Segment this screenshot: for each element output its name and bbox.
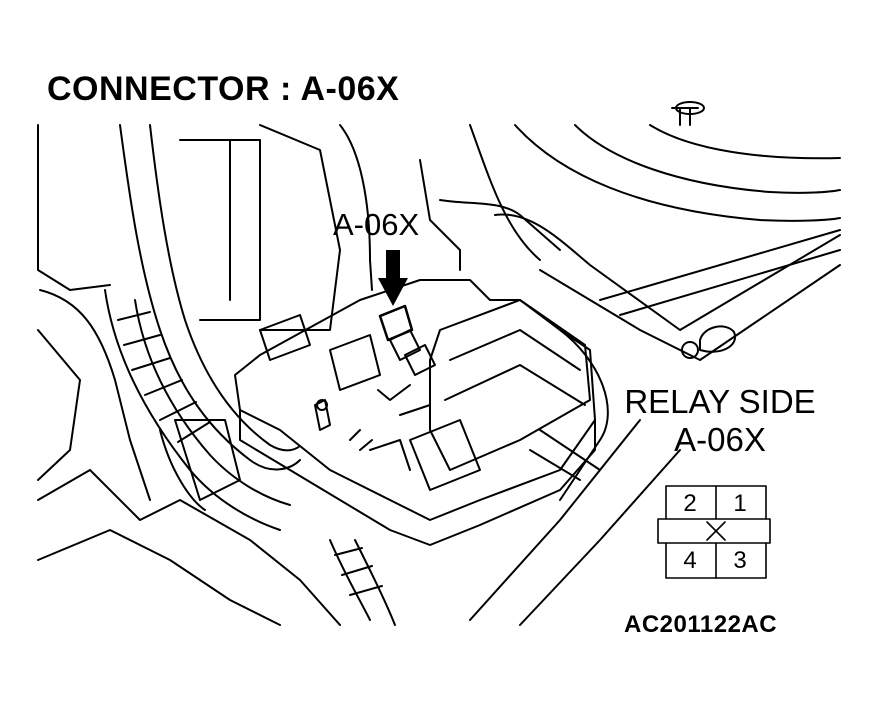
- callout-arrow: [378, 250, 408, 306]
- pin-1: 1: [733, 490, 746, 517]
- pin-4: 4: [683, 547, 696, 574]
- callout-label: A-06X: [333, 207, 420, 242]
- pin-3: 3: [733, 547, 746, 574]
- bay-structure: [37, 124, 461, 626]
- relay-box: [234, 279, 596, 546]
- figure-code: AC201122AC: [624, 611, 778, 638]
- connector-pin-diagram: 2 1 4 3: [657, 485, 771, 579]
- relay-side-line1: RELAY SIDE: [624, 383, 816, 420]
- relay-side-line2: A-06X: [674, 421, 766, 458]
- engine-housing: [439, 101, 841, 359]
- relay-a-06x: [378, 304, 414, 342]
- wire-harness: [104, 124, 396, 626]
- page-title: CONNECTOR : A-06X: [47, 70, 400, 108]
- pin-2: 2: [683, 490, 696, 517]
- relay-side-heading: RELAY SIDE A-06X: [600, 383, 840, 459]
- fender-panel: [469, 213, 841, 626]
